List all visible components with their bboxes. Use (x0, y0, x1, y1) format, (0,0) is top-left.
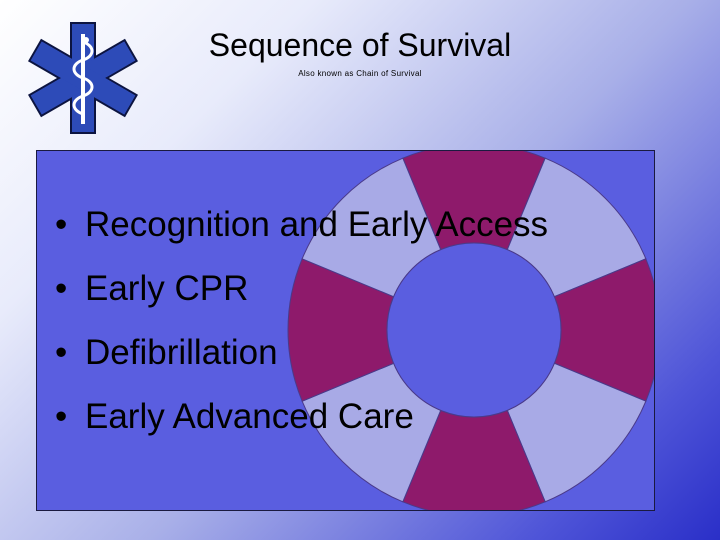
slide-subtitle: Also known as Chain of Survival (298, 69, 422, 78)
bullet-item: •Defibrillation (55, 333, 278, 372)
bullet-text: Defibrillation (85, 333, 278, 372)
bullet-item: •Early CPR (55, 269, 249, 308)
ring-center (386, 242, 562, 418)
bullet-item: •Recognition and Early Access (55, 205, 549, 244)
star-of-life-icon (28, 22, 138, 134)
slide-title: Sequence of Survival (208, 27, 512, 63)
bullet-text: Early Advanced Care (85, 397, 414, 436)
bullet-text: Early CPR (85, 269, 249, 308)
life-ring-graphic (287, 151, 654, 510)
content-box: •Recognition and Early Access •Early CPR… (36, 150, 655, 511)
bullet-text: Recognition and Early Access (85, 205, 549, 244)
bullet-item: •Early Advanced Care (55, 397, 414, 436)
bullet-list: •Recognition and Early Access •Early CPR… (55, 193, 548, 449)
